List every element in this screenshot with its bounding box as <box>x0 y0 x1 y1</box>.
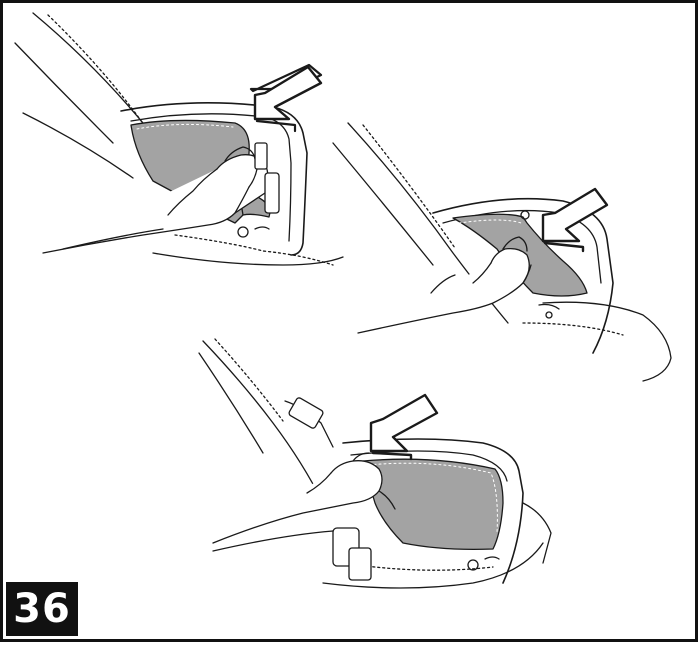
assembly-illustration <box>3 3 698 645</box>
panel-2 <box>333 123 671 381</box>
panel-3 <box>199 339 551 588</box>
arrow-icon <box>251 65 321 131</box>
arrow-icon <box>543 189 607 251</box>
arrow-icon <box>371 395 437 459</box>
step-number-badge: 36 <box>6 582 78 636</box>
fabric-panel <box>363 459 503 549</box>
panel-1 <box>15 13 343 265</box>
